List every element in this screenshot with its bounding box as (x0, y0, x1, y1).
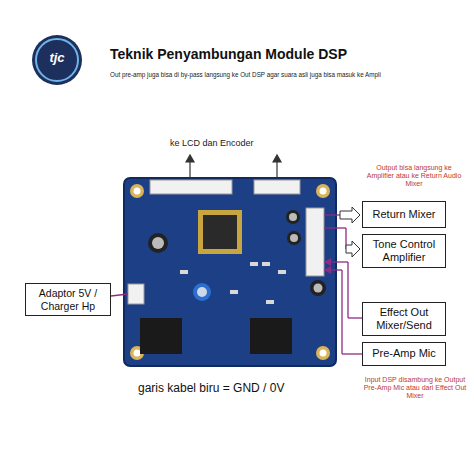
input-arrowhead (324, 258, 331, 274)
capacitor (152, 237, 164, 249)
pcb-board (316, 346, 330, 360)
smd-parts (278, 270, 286, 274)
capacitor (289, 213, 297, 221)
connector-header (306, 208, 324, 276)
capacitor (287, 231, 301, 245)
connector-header (254, 180, 300, 194)
dsp-chip (198, 210, 242, 254)
text-stack: Effect Out Mixer/Send (367, 306, 441, 332)
input-arrowhead (324, 258, 331, 266)
signal-wire (324, 227, 346, 228)
note-text: Input DSP disambung ke Output Pre-Amp Mi… (362, 376, 468, 400)
outline-arrow (346, 241, 360, 257)
signal-wire (341, 270, 342, 354)
pcb-board (124, 178, 336, 366)
box-label: Effect Out Mixer/Send (367, 306, 441, 332)
component-box: Effect Out Mixer/Send (362, 302, 446, 336)
power-wire (111, 294, 128, 296)
pcb-board (320, 188, 327, 195)
smd-parts (230, 290, 238, 294)
pcb-board (130, 184, 144, 198)
smd-parts (250, 262, 258, 266)
component-box: Return Mixer (362, 201, 446, 228)
capacitor (290, 234, 298, 242)
power-wire (111, 294, 128, 296)
signal-wire (324, 215, 362, 354)
title: Teknik Penyambungan Module DSP (110, 46, 347, 62)
outline-arrow (340, 207, 360, 223)
input-arrowhead (324, 266, 331, 274)
capacitor (193, 283, 211, 301)
ic-chip (140, 318, 182, 354)
logo-text: tjc (37, 51, 77, 66)
pcb-board (134, 350, 141, 357)
encoder-arrow (276, 160, 277, 178)
text-stack: Tone Control Amplifier (367, 238, 441, 264)
logo (32, 35, 82, 85)
pcb-board (134, 188, 141, 195)
capacitor (148, 233, 168, 253)
encoder-arrow (273, 155, 281, 162)
logo (36, 39, 78, 81)
pcb-board (316, 184, 330, 198)
connector-label: ke LCD dan Encoder (170, 138, 300, 148)
capacitor (148, 210, 326, 301)
box-label: Adaptor 5V / Charger Hp (30, 287, 106, 312)
capacitor (197, 287, 207, 297)
box-label: Tone Control Amplifier (367, 238, 441, 264)
smd-parts (180, 270, 188, 274)
outline-arrow (340, 207, 360, 257)
ic-chip (140, 318, 292, 354)
connector-header (150, 180, 232, 194)
logo (32, 35, 82, 85)
encoder-arrow (186, 155, 194, 162)
dsp-chip (203, 215, 237, 249)
pcb-board (124, 178, 336, 366)
ic-chip (250, 318, 292, 354)
encoder-arrow (189, 160, 190, 178)
component-box: Adaptor 5V / Charger Hp (25, 283, 111, 316)
signal-wire (342, 353, 362, 354)
capacitor (310, 280, 326, 296)
capacitor (314, 284, 323, 293)
smd-parts (180, 262, 286, 304)
ground-note: garis kabel biru = GND / 0V (138, 382, 348, 396)
component-box: Tone Control Amplifier (362, 234, 446, 268)
text-stack: Return Mixer (373, 208, 436, 221)
text-stack: Pre-Amp Mic (372, 347, 436, 360)
box-label: Pre-Amp Mic (372, 347, 436, 360)
smd-parts (266, 300, 274, 304)
capacitor (286, 210, 300, 224)
box-label: Return Mixer (373, 208, 436, 221)
dsp-chip (198, 210, 242, 254)
smd-parts (262, 262, 270, 266)
pcb-board (320, 350, 327, 357)
encoder-arrow (186, 155, 281, 178)
signal-wire (324, 214, 340, 215)
signal-wire (347, 262, 348, 318)
signal-wire (348, 317, 362, 318)
connector-header (128, 284, 144, 304)
note-text: Output bisa langsung ke Amplifier atau k… (362, 164, 466, 188)
connector-header (128, 180, 324, 304)
note-text: Out pre-amp juga bisa di by-pass langsun… (110, 71, 455, 78)
text-stack: Adaptor 5V / Charger Hp (30, 287, 106, 312)
component-box: Pre-Amp Mic (362, 342, 446, 366)
